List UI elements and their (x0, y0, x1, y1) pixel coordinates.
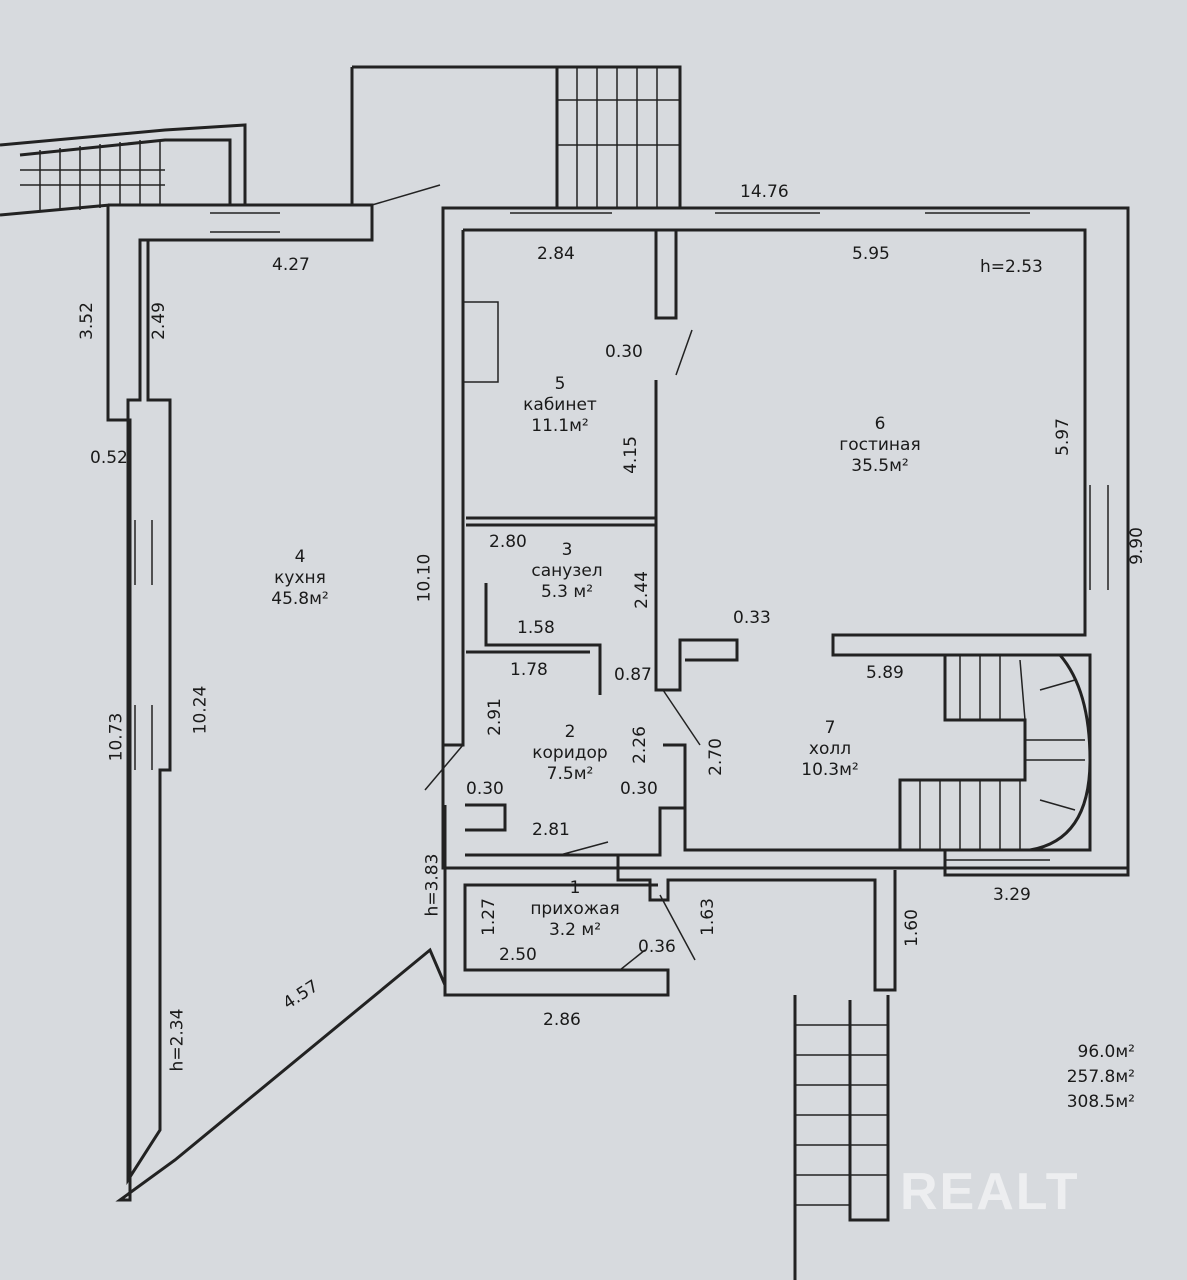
dim-5-97: 5.97 (1052, 418, 1073, 456)
stair-steps-left (20, 140, 165, 210)
dim-9-90: 9.90 (1126, 527, 1147, 565)
total-area: 308.5м² (1066, 1092, 1135, 1112)
room-2-label: 2 коридор 7.5м² (515, 722, 625, 785)
room-name: коридор (532, 743, 608, 763)
dim-10-73: 10.73 (106, 712, 127, 762)
dim-0-30-b: 0.30 (466, 779, 504, 799)
dim-2-49: 2.49 (148, 302, 169, 340)
room-1-label: 1 прихожая 3.2 м² (515, 878, 635, 941)
door-swings (371, 184, 701, 971)
dim-0-33: 0.33 (733, 608, 771, 628)
dim-1-63: 1.63 (697, 898, 718, 936)
dim-5-95: 5.95 (852, 244, 890, 264)
stair-steps-top (557, 67, 680, 208)
room-area: 45.8м² (271, 589, 329, 609)
total-living-area: 96.0м² (1077, 1042, 1136, 1062)
room-name: прихожая (530, 899, 620, 919)
dim-14-76: 14.76 (740, 182, 789, 202)
dim-4-15: 4.15 (620, 436, 641, 474)
room-area: 10.3м² (801, 760, 859, 780)
stairs-top (350, 65, 682, 208)
dim-2-50: 2.50 (499, 945, 537, 965)
area-totals: 96.0м² 257.8м² 308.5м² (1067, 1040, 1135, 1115)
spiral-stair (898, 653, 1092, 852)
dim-5-89: 5.89 (866, 663, 904, 683)
dim-0-30-c: 0.30 (620, 779, 658, 799)
dim-2-84: 2.84 (537, 244, 575, 264)
terrace-stairs-left (0, 123, 247, 217)
room-area: 35.5м² (851, 456, 909, 476)
dim-2-44: 2.44 (631, 571, 652, 609)
room-name: санузел (531, 561, 603, 581)
building-outline (441, 206, 1130, 870)
room-number: 4 (294, 547, 306, 567)
room-number: 3 (561, 540, 573, 560)
stair-steps-hall (919, 655, 1085, 850)
room-area: 3.2 м² (548, 920, 602, 940)
room-7-label: 7 холл 10.3м² (785, 718, 875, 781)
dim-h-2-53: h=2.53 (980, 257, 1043, 277)
room-5-label: 5 кабинет 11.1м² (505, 374, 615, 437)
dim-1-27: 1.27 (478, 898, 499, 936)
dim-3-29: 3.29 (993, 885, 1031, 905)
dim-1-60: 1.60 (901, 909, 922, 947)
room-3-label: 3 санузел 5.3 м² (512, 540, 622, 603)
dim-2-70: 2.70 (705, 738, 726, 776)
room-area: 5.3 м² (540, 582, 594, 602)
dim-10-24: 10.24 (190, 685, 211, 735)
dim-h-2-34: h=2.34 (167, 1008, 188, 1072)
kitchen-walls (108, 203, 374, 1186)
dim-2-91: 2.91 (484, 698, 505, 736)
dim-h-3-83: h=3.83 (422, 853, 443, 917)
dim-0-36: 0.36 (638, 937, 676, 957)
room-name: кабинет (523, 395, 597, 415)
dim-0-87: 0.87 (614, 665, 652, 685)
dim-1-58: 1.58 (517, 618, 555, 638)
dim-3-52: 3.52 (76, 302, 97, 340)
room-6-label: 6 гостиная 35.5м² (815, 414, 945, 477)
dim-10-10: 10.10 (414, 553, 435, 603)
room-number: 6 (874, 414, 886, 434)
dim-4-27: 4.27 (272, 255, 310, 275)
room-number: 5 (554, 374, 566, 394)
stairs-bottom (793, 995, 890, 1280)
room-number: 1 (569, 878, 581, 898)
room-4-label: 4 кухня 45.8м² (250, 547, 350, 610)
dim-1-78: 1.78 (510, 660, 548, 680)
windows (134, 212, 1109, 861)
room-area: 7.5м² (546, 764, 594, 784)
total-usable-area: 257.8м² (1066, 1067, 1135, 1087)
dim-0-30-a: 0.30 (605, 342, 643, 362)
room-area: 11.1м² (531, 416, 589, 436)
dim-2-86: 2.86 (543, 1010, 581, 1030)
realt-watermark: REALT (900, 1163, 1080, 1221)
room-name: холл (808, 739, 852, 759)
room-name: гостиная (839, 435, 921, 455)
dim-2-81: 2.81 (532, 820, 570, 840)
room-number: 7 (824, 718, 836, 738)
dim-2-80: 2.80 (489, 532, 527, 552)
room-number: 2 (564, 722, 576, 742)
dim-2-26: 2.26 (629, 726, 650, 764)
dim-0-52: 0.52 (90, 448, 128, 468)
room-name: кухня (274, 568, 326, 588)
